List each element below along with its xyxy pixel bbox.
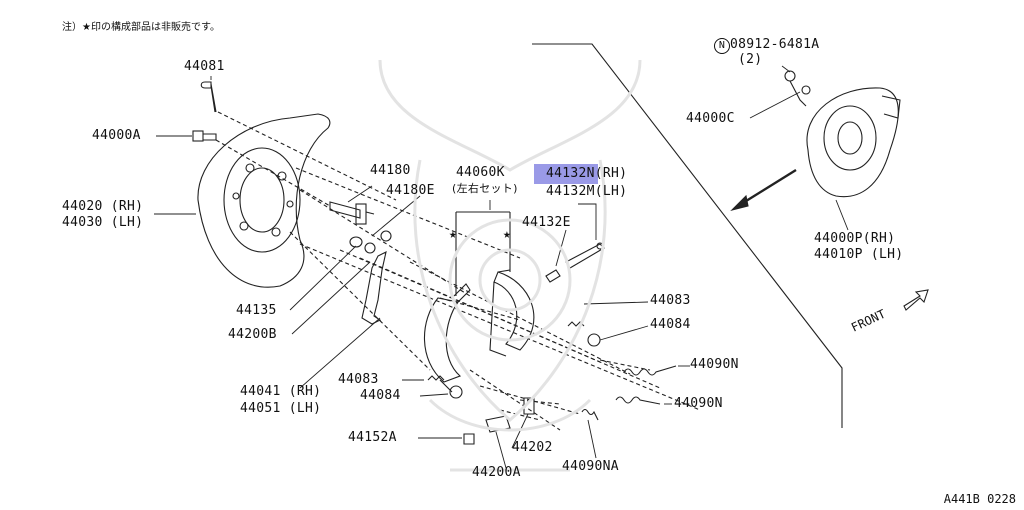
washer-44180E — [364, 242, 376, 254]
watermark-emblem — [378, 59, 642, 472]
label-44000C: 44000C — [686, 111, 735, 126]
nut-08912 — [784, 70, 796, 82]
label-44202: 44202 — [512, 440, 553, 455]
label-08912-qty: (2) — [738, 52, 763, 67]
retainer-44084-upper — [587, 333, 601, 347]
front-arrow-icon — [903, 289, 929, 311]
adjuster-44180 — [329, 201, 375, 225]
label-44135: 44135 — [236, 303, 277, 318]
star-marker-right: ★ — [503, 227, 512, 242]
label-44041: 44041 (RH) — [240, 384, 322, 399]
backing-plate-left — [197, 113, 331, 288]
label-44200B: 44200B — [228, 327, 277, 342]
label-44132N: 44132N(RH) — [546, 166, 628, 181]
spring-44132E — [545, 269, 561, 283]
note-text: 注）★印の構成部品は非販売です。 — [62, 22, 220, 33]
label-44084-lower: 44084 — [360, 388, 401, 403]
label-44180E: 44180E — [386, 183, 435, 198]
label-44084-upper: 44084 — [650, 317, 691, 332]
direction-arrow — [737, 168, 797, 208]
label-44180: 44180 — [370, 163, 411, 178]
washer-44135 — [349, 236, 363, 248]
bolt-44081 — [200, 81, 217, 113]
backing-plate-right — [806, 87, 901, 198]
lever-44132 — [565, 243, 605, 269]
label-44020: 44020 (RH) — [62, 199, 144, 214]
label-44051: 44051 (LH) — [240, 401, 322, 416]
spring-44090N-lower — [615, 396, 661, 405]
label-44083-upper: 44083 — [650, 293, 691, 308]
label-44000A: 44000A — [92, 128, 141, 143]
bolt-44000A — [192, 130, 217, 142]
label-44000P: 44000P(RH) — [814, 231, 896, 246]
label-44010P: 44010P (LH) — [814, 247, 904, 262]
label-44060K: 44060K — [456, 165, 505, 180]
diagram-code: A441B 0228 — [943, 492, 1016, 506]
spring-44090NA — [581, 408, 599, 421]
section-divider-line — [532, 43, 843, 428]
label-44090NA: 44090NA — [562, 459, 619, 474]
label-44030: 44030 (LH) — [62, 215, 144, 230]
spring-44083-lower — [427, 375, 445, 381]
n-circle-icon: N — [714, 38, 730, 54]
highlight-marker — [534, 164, 598, 184]
label-44090N-lower: 44090N — [674, 396, 723, 411]
label-44132E: 44132E — [522, 215, 571, 230]
label-44200A: 44200A — [472, 465, 521, 480]
label-44152A: 44152A — [348, 430, 397, 445]
washer-44000C — [801, 85, 811, 95]
pin-44152A — [463, 433, 475, 445]
brake-shoe-left — [423, 283, 471, 393]
label-44081: 44081 — [184, 59, 225, 74]
retainer-44084-lower — [449, 385, 463, 399]
spring-44090N-upper — [623, 365, 677, 376]
star-marker-left: ★ — [449, 227, 458, 242]
label-44060K-sub: (左右セット) — [452, 182, 518, 195]
label-44132M: 44132M(LH) — [546, 184, 628, 199]
label-44083-lower: 44083 — [338, 372, 379, 387]
lever-44200B — [361, 250, 387, 325]
label-44090N-upper: 44090N — [690, 357, 739, 372]
